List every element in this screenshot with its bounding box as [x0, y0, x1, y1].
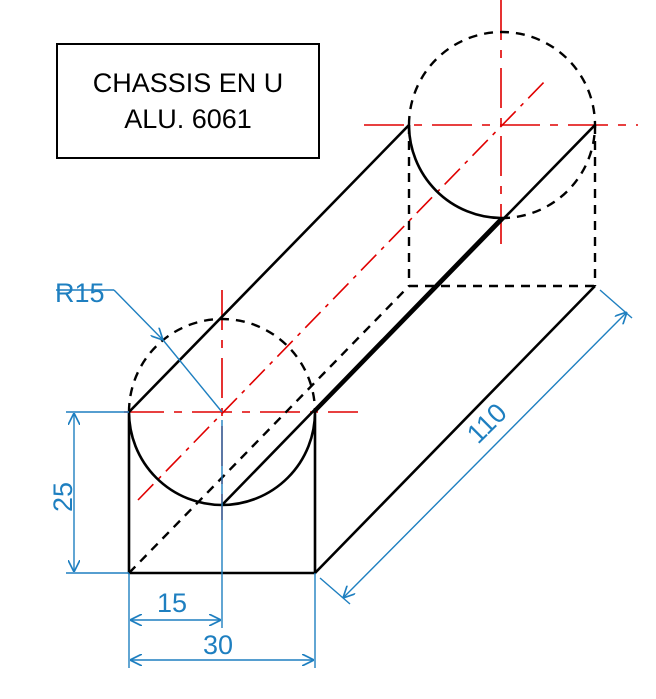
back-hidden-arc-bottom: [500, 124, 597, 220]
half-width-label: 15: [157, 588, 187, 618]
axis-centerline: [137, 77, 549, 501]
bottom-left-hidden-edge: [128, 285, 410, 574]
length-label: 110: [461, 398, 513, 450]
length-dim-line: [343, 312, 627, 598]
front-face-u-profile: [127, 410, 317, 575]
left-top-edge: [128, 124, 410, 413]
back-inner-arc: [407, 124, 502, 220]
part-name: CHASSIS EN U: [92, 68, 284, 98]
right-top-edge: [314, 124, 596, 413]
title-block: CHASSIS EN U ALU. 6061: [56, 43, 320, 159]
groove-bottom-edge: [221, 217, 502, 506]
radius-label: R15: [55, 278, 105, 308]
radius-leader-extension: [162, 339, 223, 413]
radius-leader: [113, 289, 163, 340]
back-hidden-arc-top: [407, 30, 597, 126]
bottom-right-edge: [314, 285, 596, 574]
centerlines: [124, 0, 638, 520]
front-hidden-arc: [127, 317, 317, 413]
material-label: ALU. 6061: [124, 104, 252, 134]
length-ext-back: [599, 289, 633, 319]
width-label: 30: [203, 630, 233, 660]
dimensions: [56, 289, 633, 668]
hidden-lines: [127, 30, 597, 574]
length-ext-front: [319, 577, 351, 605]
part-outline: [127, 124, 596, 575]
height-label: 25: [48, 482, 78, 512]
